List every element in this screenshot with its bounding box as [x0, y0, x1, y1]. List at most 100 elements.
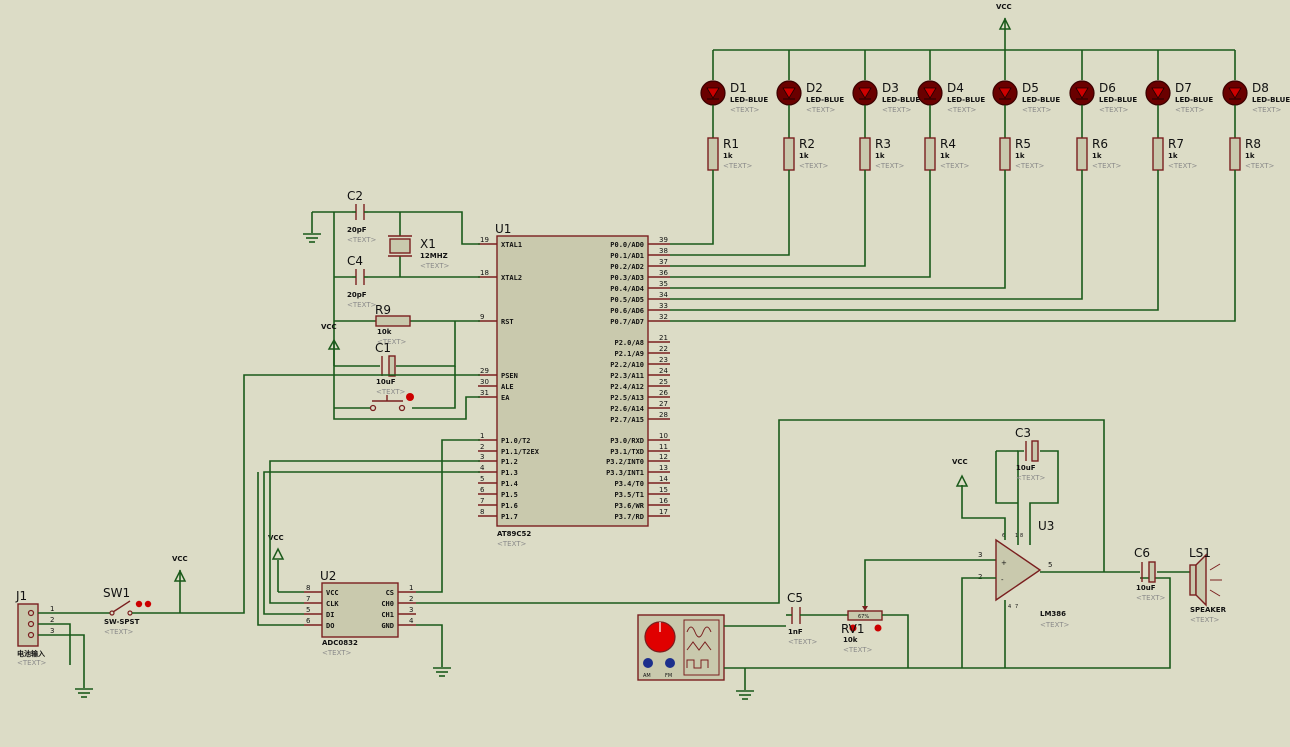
- pin-number: 8: [480, 508, 484, 516]
- c6-ref: C6: [1134, 546, 1150, 560]
- pin-name: P2.0/A8: [614, 339, 644, 347]
- mcu-u1[interactable]: U1 AT89C52 <TEXT> 19XTAL118XTAL29RST29PS…: [478, 222, 670, 548]
- ground-icon: [736, 690, 754, 700]
- resistor-placeholder: <TEXT>: [1092, 162, 1122, 170]
- potentiometer-rv1[interactable]: 67% RV1 10k <TEXT>: [841, 606, 883, 654]
- adc-u2[interactable]: U2 ADC0832 <TEXT> 8VCC7CLK5DI6DO1CS2CH03…: [304, 569, 416, 657]
- crystal-section: C2 20pF <TEXT> X1 12MHZ <TEXT> C4 20pF <…: [303, 189, 480, 420]
- pin-number: 1: [480, 432, 484, 440]
- c6-value: 10uF: [1136, 584, 1156, 592]
- pin-number: 3: [409, 606, 413, 614]
- pin-number: 29: [480, 367, 489, 375]
- vcc-label-amp: VCC: [952, 458, 968, 466]
- pin-name: GND: [381, 622, 394, 630]
- switch-indicator-icon: [144, 600, 152, 608]
- capacitor-c2[interactable]: C2 20pF <TEXT>: [347, 189, 377, 244]
- capacitor-c5[interactable]: C5 1nF <TEXT>: [787, 591, 818, 646]
- resistor-value: 1k: [1092, 152, 1102, 160]
- led-value: LED-BLUE: [947, 96, 985, 104]
- pin-name: DO: [326, 622, 334, 630]
- capacitor-c4[interactable]: C4 20pF <TEXT>: [347, 254, 377, 309]
- pot-indicator-icon: [874, 624, 882, 632]
- capacitor-c6[interactable]: C6 10uF <TEXT>: [1134, 546, 1166, 602]
- pin-number: 4: [480, 464, 485, 472]
- c5-placeholder: <TEXT>: [788, 638, 818, 646]
- pin-number: 4: [409, 617, 414, 625]
- pin-name: P3.4/T0: [614, 480, 644, 488]
- amplifier-u3[interactable]: U3 LM386 <TEXT> + - 3 2 5 6 4 1 8 7: [978, 519, 1070, 629]
- u3-pin-4: 4: [1008, 604, 1011, 610]
- pin-number: 13: [659, 464, 668, 472]
- pin-number: 5: [480, 475, 484, 483]
- ls1-value: SPEAKER: [1190, 606, 1227, 614]
- speaker-ls1[interactable]: LS1 SPEAKER <TEXT>: [1189, 546, 1227, 624]
- capacitor-c1[interactable]: C1 10uF <TEXT>: [375, 341, 406, 396]
- x1-ref: X1: [420, 237, 436, 251]
- battery-connector-j1[interactable]: J1 电池输入 <TEXT> 1 2 3: [15, 589, 54, 667]
- led-value: LED-BLUE: [1175, 96, 1213, 104]
- j1-value: 电池输入: [17, 649, 45, 658]
- fm-label: FM: [665, 673, 672, 679]
- pin-number: 24: [659, 367, 668, 375]
- pin-number: 21: [659, 334, 668, 342]
- r9-value: 10k: [377, 328, 392, 336]
- fm-knob-icon[interactable]: [665, 658, 675, 668]
- pin-name: P3.7/RD: [614, 513, 644, 521]
- switch-sw1[interactable]: SW1 SW-SPST <TEXT>: [103, 586, 152, 636]
- led-ref: D2: [806, 81, 823, 95]
- vcc-arrow-icon: [998, 17, 1012, 30]
- c6-placeholder: <TEXT>: [1136, 594, 1166, 602]
- pin-name: P2.1/A9: [614, 350, 644, 358]
- pin-name: P1.1/T2EX: [501, 448, 540, 456]
- am-knob-icon[interactable]: [643, 658, 653, 668]
- resistor-value: 1k: [799, 152, 809, 160]
- pin-name: P2.4/A12: [610, 383, 644, 391]
- vcc-label-adc: VCC: [268, 534, 284, 542]
- pin-number: 25: [659, 378, 668, 386]
- pin-name: CH1: [381, 611, 394, 619]
- vcc-arrow-icon: [173, 569, 187, 582]
- pin-name: P1.3: [501, 469, 518, 477]
- signal-generator[interactable]: AM FM: [637, 614, 725, 681]
- resistor-value: 1k: [1245, 152, 1255, 160]
- capacitor-c3[interactable]: C3 10uF <TEXT>: [1015, 426, 1046, 482]
- crystal-x1[interactable]: X1 12MHZ <TEXT>: [388, 212, 450, 277]
- resistor-placeholder: <TEXT>: [723, 162, 753, 170]
- c5-ref: C5: [787, 591, 803, 605]
- pin-name: P0.5/AD5: [610, 296, 644, 304]
- resistor-ref: R1: [723, 137, 739, 151]
- pin-name: P3.0/RXD: [610, 437, 644, 445]
- resistor-value: 1k: [1015, 152, 1025, 160]
- square-wave-icon: [686, 659, 709, 669]
- reset-button[interactable]: [369, 393, 415, 412]
- pin-number: 1: [409, 584, 413, 592]
- pin-number: 37: [659, 258, 668, 266]
- resistor-r9[interactable]: R9 10k <TEXT>: [375, 303, 411, 346]
- adc-placeholder: <TEXT>: [322, 649, 352, 657]
